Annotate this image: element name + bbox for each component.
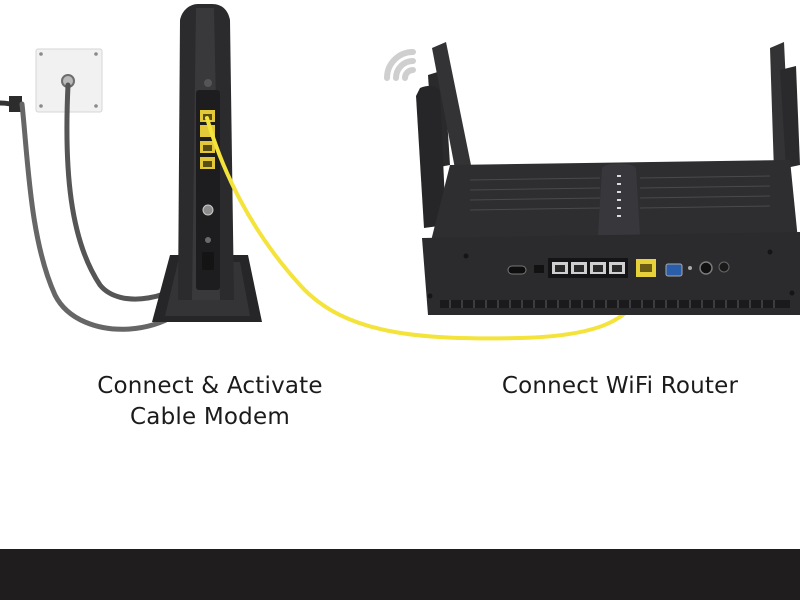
cable-modem-icon [152,4,262,322]
step-caption-modem: Connect & Activate Cable Modem [60,371,360,433]
caption-line: Connect WiFi Router [501,373,739,399]
step-caption-router: Connect WiFi Router [440,371,800,402]
caption-line: Connect & Activate [97,373,323,399]
caption-line: Cable Modem [130,404,290,430]
wifi-router-icon [416,42,800,315]
wifi-signal-icon [384,49,416,81]
ethernet-cable-icon [205,116,648,341]
bottom-bar [0,549,800,600]
power-cable-icon [0,96,22,112]
